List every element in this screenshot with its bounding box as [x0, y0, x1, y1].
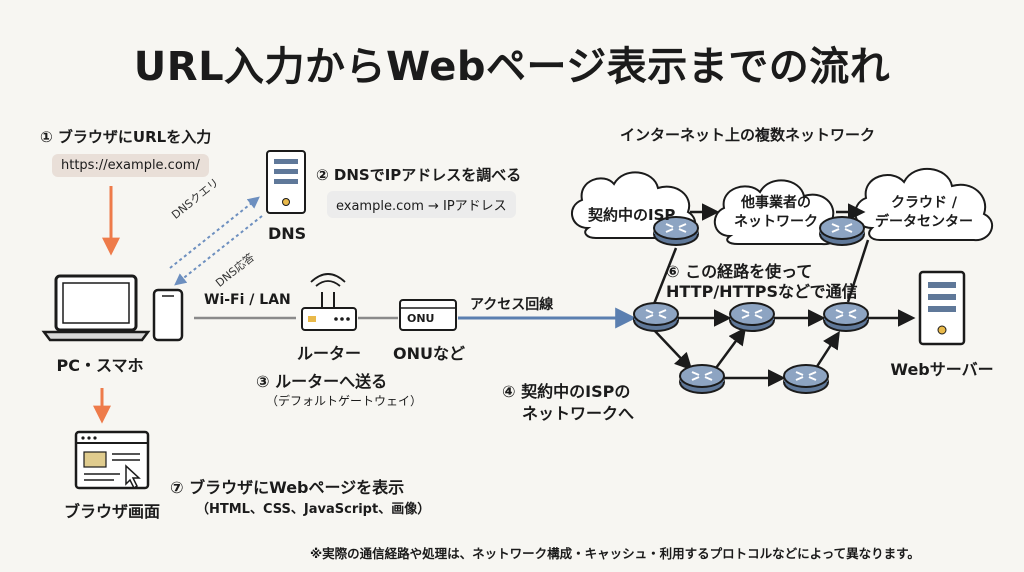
network-links: [652, 239, 916, 387]
router-label: ルーター: [296, 344, 361, 363]
step7-sub: （HTML、CSS、JavaScript、画像）: [196, 502, 431, 517]
dns-lookup-pill: example.com → IPアドレス: [327, 191, 516, 218]
step6-line2: HTTP/HTTPSなどで通信: [666, 282, 858, 301]
browser-window-icon: [74, 430, 150, 490]
wifi-label: Wi-Fi / LAN: [204, 292, 291, 308]
page-title: URL入力からWebページ表示までの流れ: [133, 44, 891, 90]
web-server-icon: [918, 270, 966, 346]
dns-server-icon: [266, 150, 306, 214]
cloud-datacenter: [854, 167, 994, 242]
cloud-other-line2: ネットワーク: [734, 214, 818, 230]
step7-label: ⑦ ブラウザにWebページを表示: [170, 478, 405, 497]
dns-response-arrow: [174, 215, 263, 286]
onu-label: ONUなど: [393, 344, 465, 363]
router-icon: [301, 273, 357, 331]
cloud-dc-line1: クラウド /: [891, 195, 957, 211]
onu-badge: ONU: [407, 312, 435, 325]
step6-line1: ⑥ この経路を使って: [666, 262, 813, 281]
router-node: [783, 364, 829, 394]
url-pill: https://example.com/: [52, 154, 209, 177]
internet-label: インターネット上の複数ネットワーク: [620, 126, 876, 144]
cloud-dc-line2: データセンター: [875, 214, 973, 230]
cloud-other-line1: 他事業者の: [741, 195, 811, 211]
pc-label: PC・スマホ: [56, 356, 144, 375]
router-node: [633, 302, 679, 332]
dns-label: DNS: [268, 224, 307, 243]
step4-line1: ④ 契約中のISPの: [502, 382, 631, 401]
access-line-label: アクセス回線: [470, 297, 554, 313]
footnote: ※実際の通信経路や処理は、ネットワーク構成・キャッシュ・利用するプロトコルなどに…: [310, 546, 920, 561]
router-node: [679, 364, 725, 394]
step4-line2: ネットワークへ: [522, 404, 635, 423]
cloud-isp-label: 契約中のISP: [588, 206, 676, 224]
step2-label: ② DNSでIPアドレスを調べる: [316, 166, 522, 184]
router-node: [729, 302, 775, 332]
step3-sub: （デフォルトゲートウェイ）: [266, 394, 423, 408]
dns-query-arrow: [169, 196, 260, 269]
smartphone-icon: [152, 288, 184, 342]
laptop-icon: [41, 274, 151, 342]
step1-label: ① ブラウザにURLを入力: [40, 128, 212, 146]
router-node: [823, 302, 869, 332]
browser-label: ブラウザ画面: [63, 502, 160, 521]
cloud-other-network: [714, 179, 841, 246]
onu-icon: [399, 299, 457, 331]
server-label: Webサーバー: [890, 360, 994, 379]
step3-label: ③ ルーターへ送る: [256, 372, 388, 391]
